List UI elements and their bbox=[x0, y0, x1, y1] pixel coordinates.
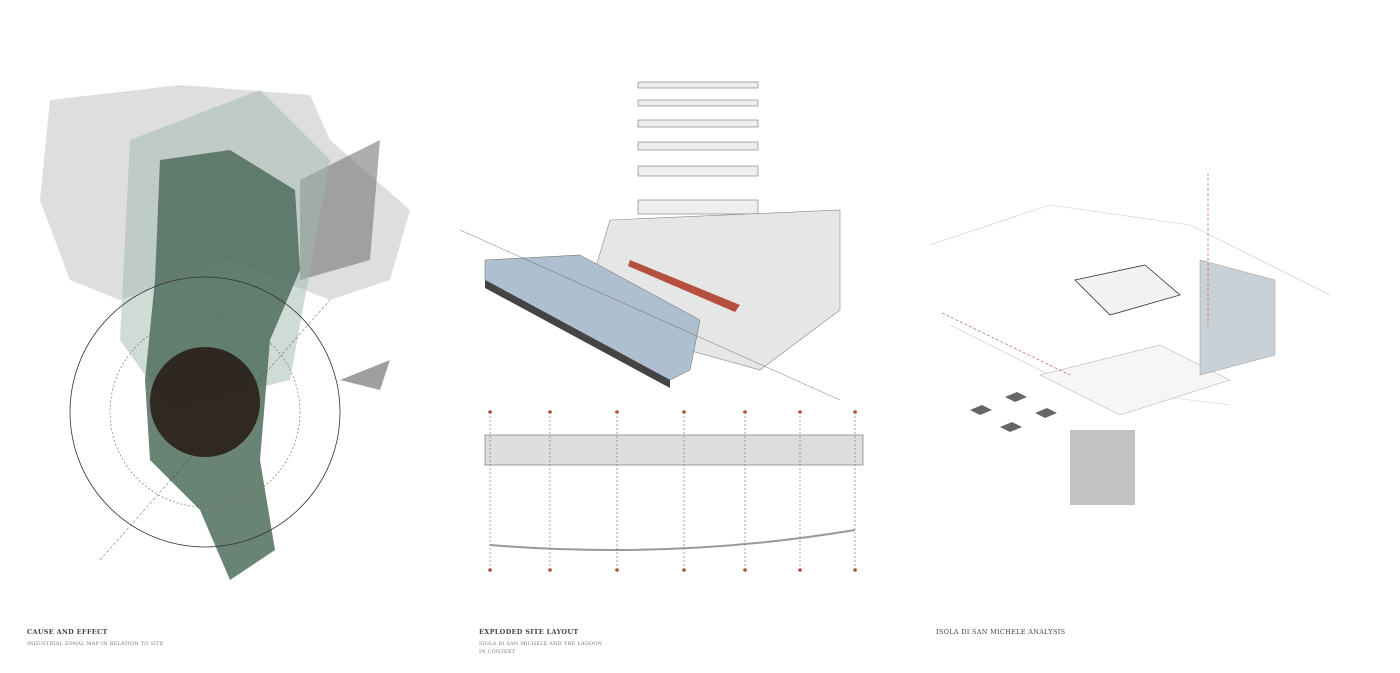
image-plane bbox=[1199, 259, 1276, 376]
exploded-layers bbox=[637, 81, 759, 215]
radius-circle-outer bbox=[69, 276, 341, 548]
caption-cause-and-effect: CAUSE AND EFFECT INDUSTRIAL ZONAL MAP IN… bbox=[27, 628, 164, 648]
caption-exploded-site-layout: EXPLODED SITE LAYOUT ISOLA DI SAN MICHEL… bbox=[479, 628, 609, 656]
ground-grid bbox=[1039, 344, 1231, 416]
island-plan bbox=[1074, 264, 1181, 316]
section-line bbox=[459, 229, 841, 401]
caption-subtitle: INDUSTRIAL ZONAL MAP IN RELATION TO SITE bbox=[27, 641, 164, 647]
texture-panel bbox=[1070, 430, 1135, 505]
cause-and-effect-map bbox=[30, 80, 420, 600]
caption-title: EXPLODED SITE LAYOUT bbox=[479, 628, 579, 636]
grid-markers bbox=[488, 410, 857, 572]
caption-title: CAUSE AND EFFECT bbox=[27, 628, 108, 636]
radius-circle-inner bbox=[109, 316, 301, 508]
floating-tiles bbox=[970, 392, 1057, 432]
axis-line bbox=[99, 299, 331, 561]
red-edge-detail bbox=[628, 260, 740, 312]
section-elevation bbox=[484, 434, 864, 551]
red-dashed-line bbox=[941, 312, 1071, 376]
site-focus-circle bbox=[150, 347, 260, 457]
caption-title: ISOLA DI SAN MICHELE ANALYSIS bbox=[936, 628, 1066, 636]
caption-analysis: ISOLA DI SAN MICHELE ANALYSIS bbox=[936, 628, 1065, 640]
exploded-site-layout bbox=[459, 80, 880, 580]
san-michele-analysis bbox=[929, 165, 1350, 525]
caption-subtitle: ISOLA DI SAN MICHELE AND THE LAGOON IN C… bbox=[479, 641, 603, 655]
